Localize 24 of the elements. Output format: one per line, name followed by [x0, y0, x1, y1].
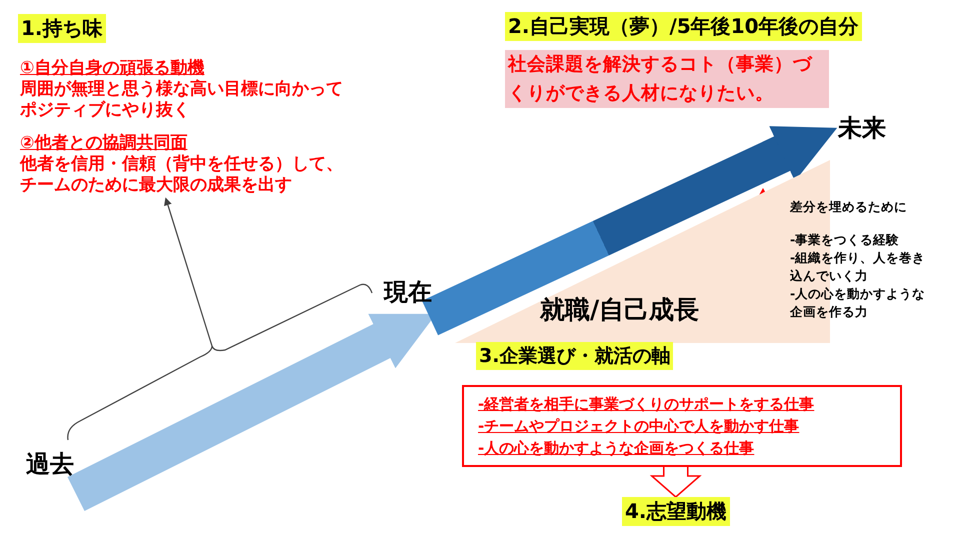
- sub-heading: ①自分自身の頑張る動機: [20, 58, 206, 79]
- shape-label: 就職/自己成長: [540, 294, 700, 326]
- goal-statement: 社会課題を解決するコト（事業）づくりができる人材になりたい。: [505, 50, 829, 108]
- arrow: [164, 197, 213, 346]
- sub-heading: ②他者との協調共同面: [20, 133, 188, 154]
- timeline-label: 過去: [26, 448, 74, 480]
- list-item: -事業をつくる経験: [790, 231, 900, 249]
- description-text: 他者を信用・信頼（背中を任せる）して、チームのために最大限の成果を出す: [20, 154, 344, 196]
- section-heading: 3.企業選び・就活の軸: [476, 342, 674, 370]
- description-text: 周囲が無理と思う様な高い目標に向かってポジティブにやり抜く: [20, 79, 344, 121]
- list-item: -経営者を相手に事業づくりのサポートをする仕事: [478, 394, 816, 415]
- section-heading: 2.自己実現（夢）/5年後10年後の自分: [505, 12, 862, 41]
- note-heading: 差分を埋めるために: [790, 198, 908, 216]
- requirements-box: [462, 385, 902, 467]
- hollow-arrow: [650, 466, 702, 498]
- growth-arrow: [422, 126, 838, 336]
- list-item: -人の心を動かすような企画を作る力: [790, 285, 926, 321]
- list-item: -チームやプロジェクトの中心で人を動かす仕事: [478, 416, 800, 437]
- list-item: -人の心を動かすような企画をつくる仕事: [478, 438, 756, 459]
- timeline-label: 未来: [838, 112, 886, 144]
- timeline-label: 現在: [384, 276, 432, 308]
- list-item: -組織を作り、人を巻き込んでいく力: [790, 249, 926, 285]
- section-heading: 4.志望動機: [622, 497, 730, 526]
- section-heading: 1.持ち味: [18, 14, 106, 43]
